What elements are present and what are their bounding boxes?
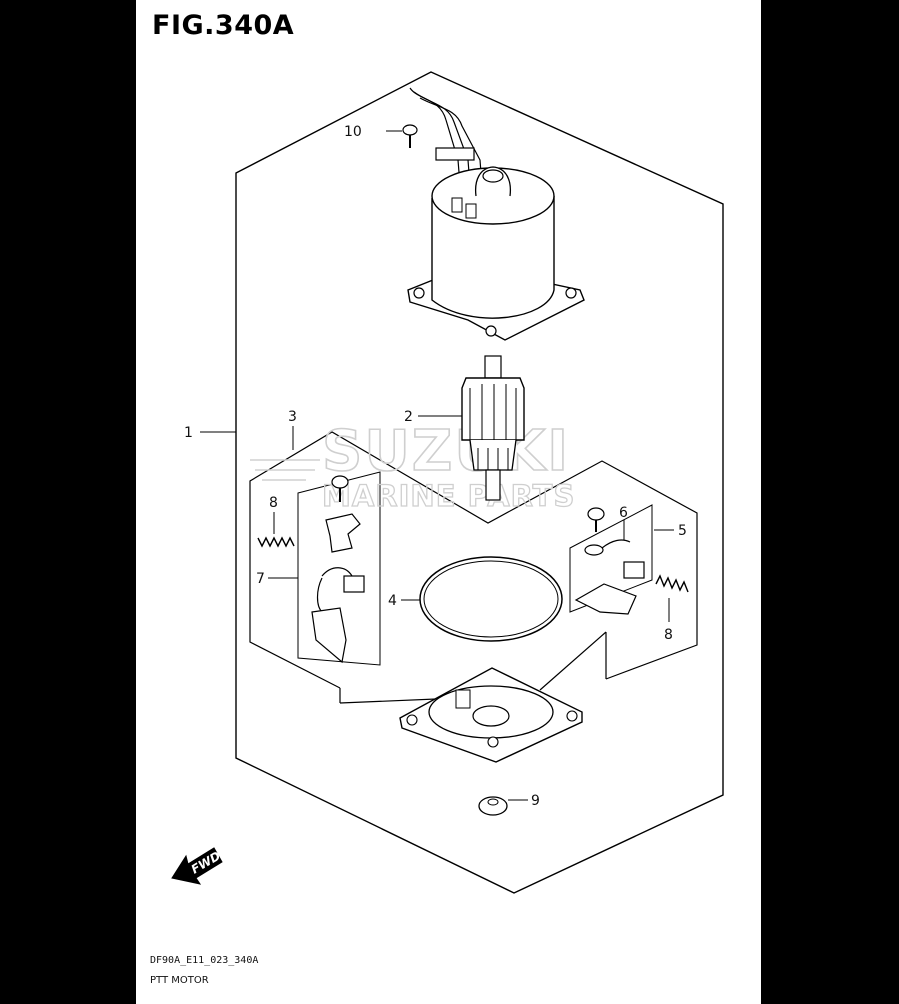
assembly-outline: [235, 71, 724, 894]
callout-2: 2: [404, 409, 413, 425]
screw-part-10: [402, 124, 418, 148]
subassembly-outline: [249, 431, 698, 689]
drawing-code: DF90A_E11_023_340A: [150, 955, 259, 966]
brush-holder-left: [311, 475, 365, 664]
callout-1: 1: [184, 425, 193, 441]
callouts: 10 1 2 3 4 5 6 7 8 8 9: [184, 124, 687, 809]
motor-housing: [407, 166, 585, 341]
figure-title: FIG.340A: [152, 10, 295, 41]
brush-holder-right: [574, 507, 645, 615]
callout-6: 6: [619, 505, 628, 521]
callout-8-left: 8: [269, 495, 278, 511]
motor-wires: [409, 87, 485, 213]
watermark-line1: SUZUKI: [322, 419, 570, 484]
left-brush-plate-panel: [297, 471, 381, 666]
callout-10: 10: [344, 124, 362, 140]
right-brush-plate-panel: [569, 504, 653, 613]
grommet-part-9: [478, 796, 508, 816]
spring-part-8-right: [655, 574, 689, 593]
callout-7: 7: [256, 571, 265, 587]
spring-part-8-left: [257, 536, 295, 548]
callout-3: 3: [288, 409, 297, 425]
callout-4: 4: [388, 593, 397, 609]
callout-8-right: 8: [664, 627, 673, 643]
drawing-sheet: [136, 0, 761, 1004]
subassembly-outline-link: [539, 631, 607, 691]
armature-part-2: [461, 355, 525, 501]
callout-5: 5: [678, 523, 687, 539]
o-ring-part-4: [419, 556, 563, 642]
subassembly-outline-link: [339, 698, 437, 704]
motor-base: [399, 667, 583, 763]
callout-9: 9: [531, 793, 540, 809]
watermark-line2: MARINE PARTS: [322, 479, 575, 513]
figure-caption: PTT MOTOR: [150, 975, 209, 986]
watermark: SUZUKI MARINE PARTS: [250, 418, 575, 514]
fwd-arrow-icon: FWD: [171, 847, 223, 885]
